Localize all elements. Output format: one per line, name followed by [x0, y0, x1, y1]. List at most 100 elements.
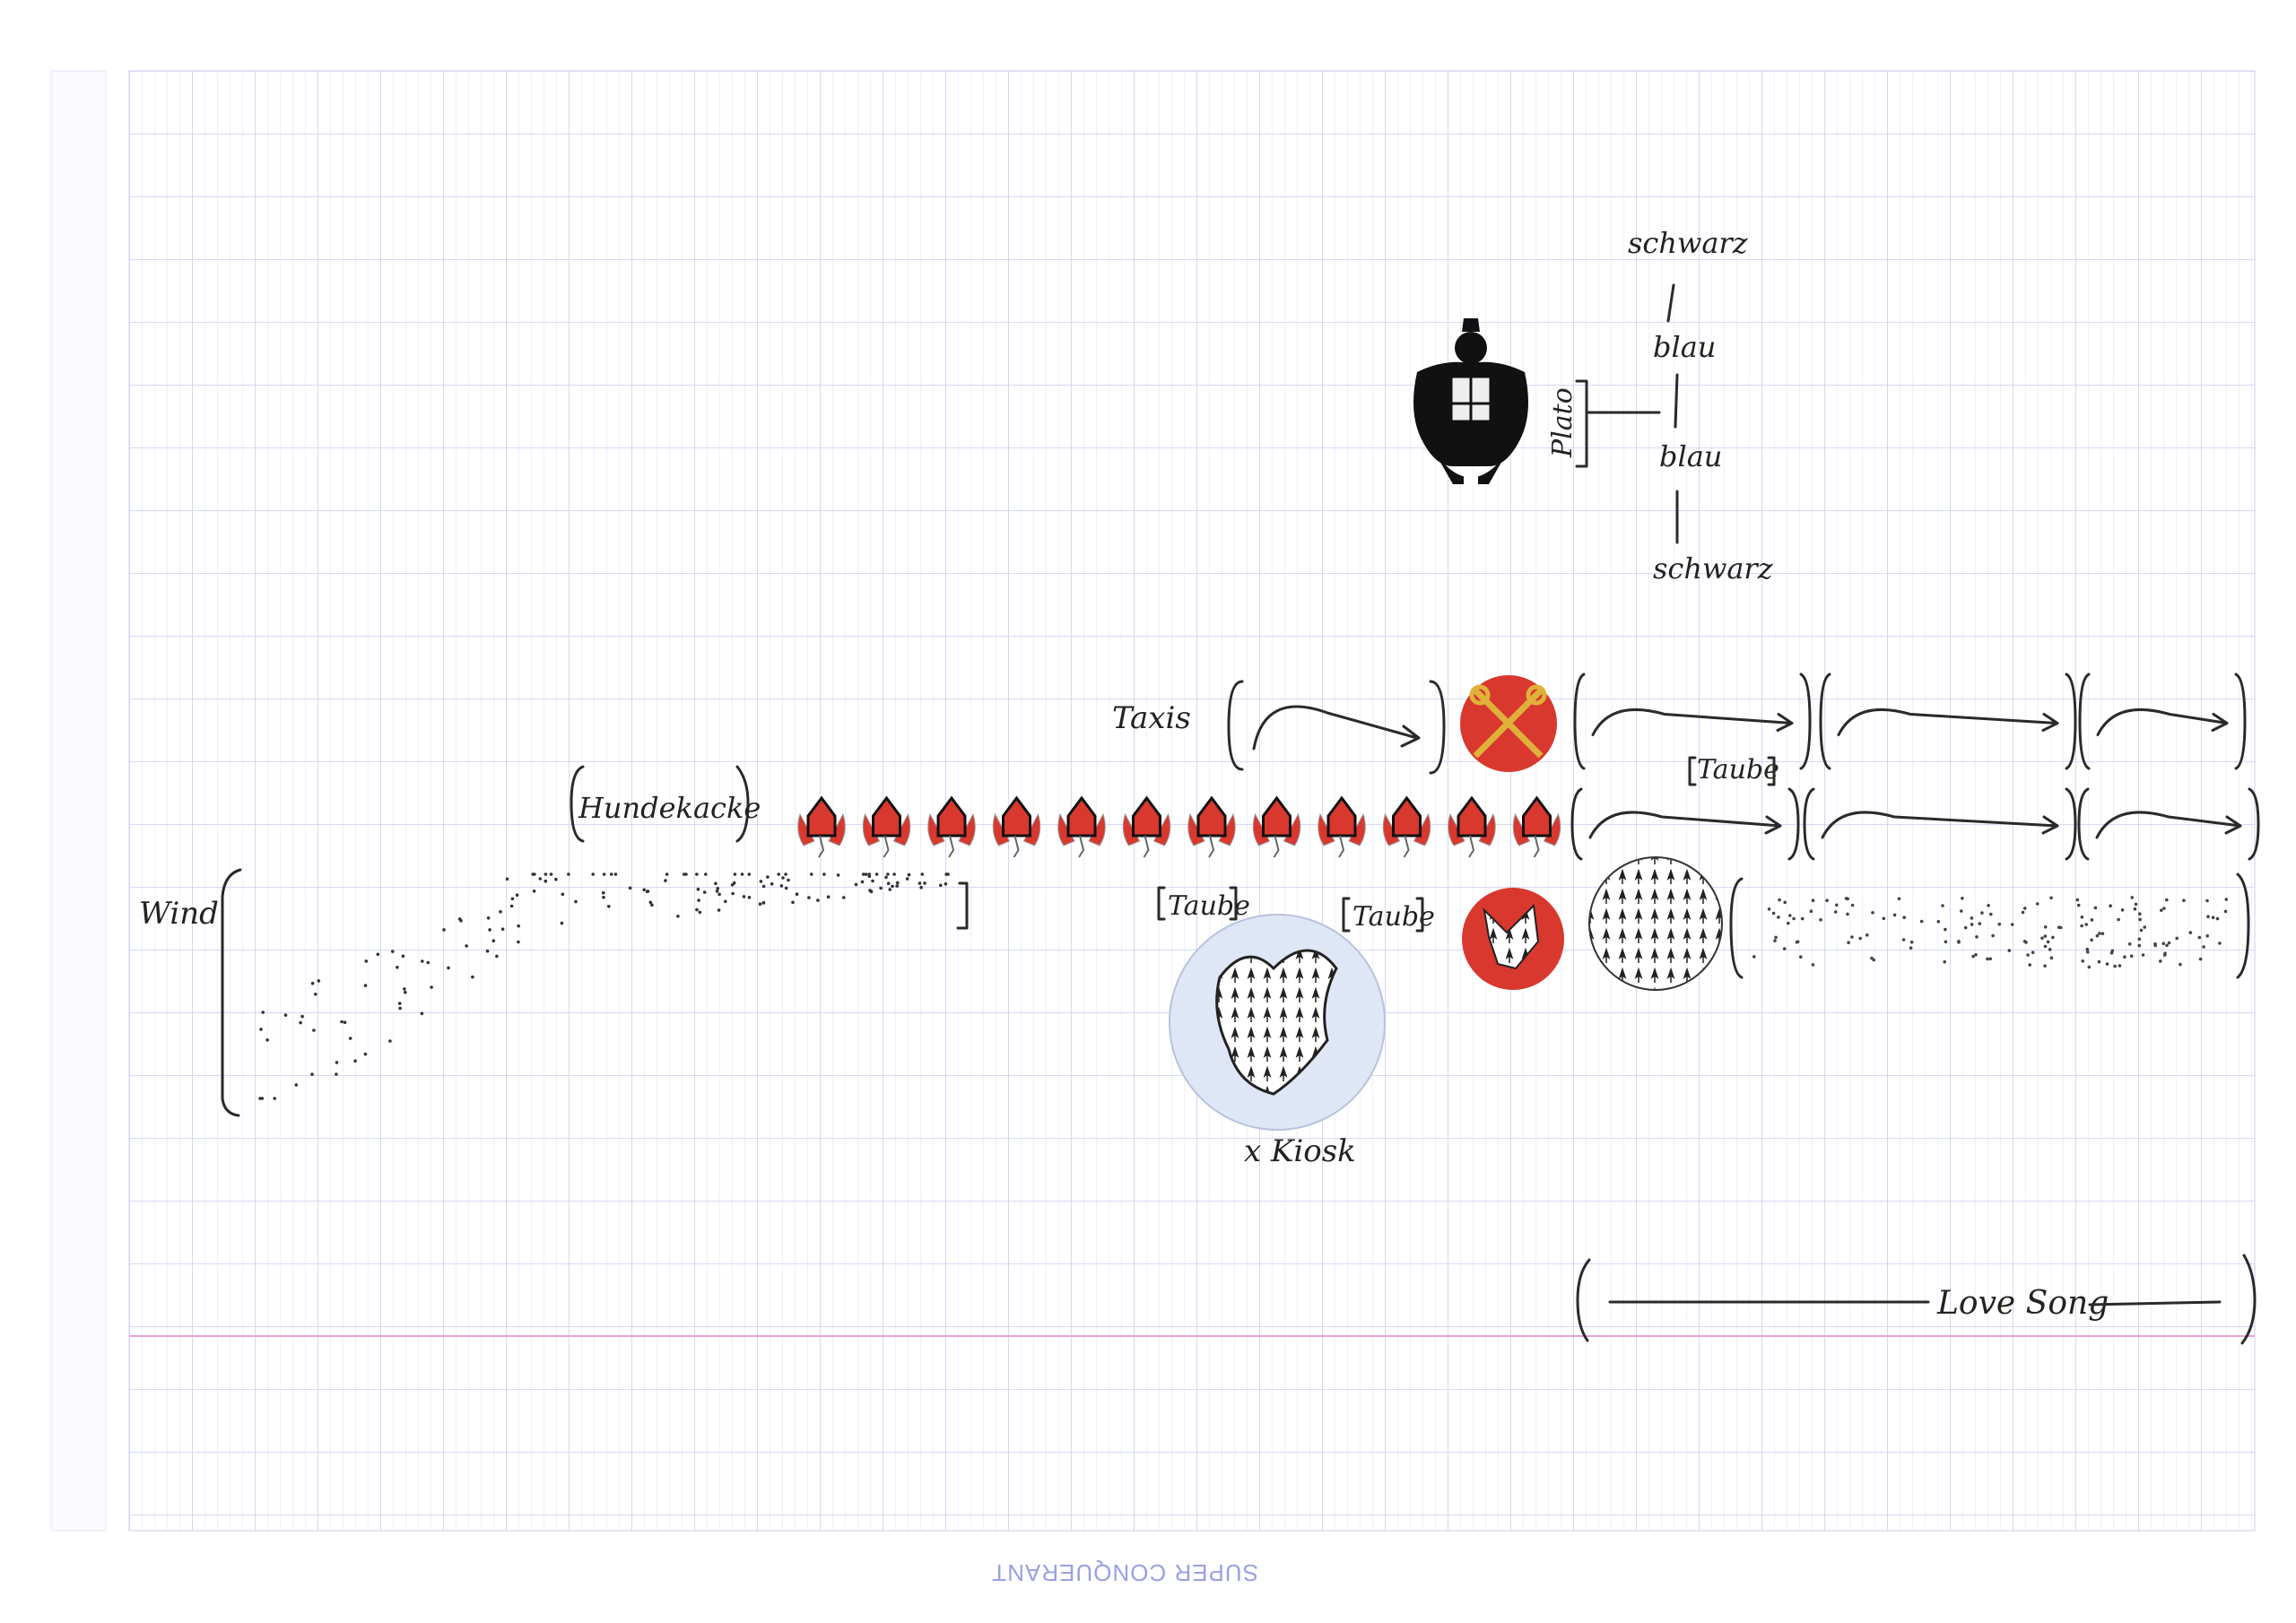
- dot: [684, 872, 688, 876]
- dot: [1944, 940, 1948, 944]
- dot: [2133, 907, 2137, 911]
- dot: [312, 1028, 316, 1032]
- dot: [2179, 962, 2182, 967]
- dot: [1975, 935, 1979, 939]
- dot: [314, 993, 317, 996]
- red-shield-icon: [1512, 795, 1561, 858]
- dot: [747, 896, 752, 899]
- dot: [761, 901, 766, 905]
- red-circle-beast-icon: [1462, 888, 1564, 990]
- dot: [260, 1097, 265, 1100]
- dot: [733, 872, 737, 876]
- dot: [646, 890, 650, 893]
- dot: [920, 872, 925, 876]
- dot: [403, 987, 406, 991]
- dot: [283, 1013, 288, 1017]
- taxis-bracket-arrow: [1227, 680, 1446, 775]
- dot: [779, 884, 784, 888]
- dot: [348, 1037, 352, 1040]
- dot: [642, 888, 646, 892]
- dot: [1989, 912, 1993, 916]
- dot: [2086, 950, 2090, 954]
- dot: [781, 876, 785, 880]
- dot: [697, 898, 700, 902]
- dot: [549, 872, 553, 876]
- dot: [2022, 940, 2027, 943]
- dot: [426, 960, 430, 965]
- dot: [895, 884, 899, 888]
- dot: [533, 872, 536, 876]
- dot: [485, 949, 490, 953]
- dot: [628, 886, 632, 890]
- dot: [1944, 927, 1947, 932]
- red-shield-icon: [797, 795, 846, 858]
- dot: [714, 881, 718, 886]
- dot: [2160, 908, 2163, 912]
- dot: [2043, 934, 2048, 938]
- dot: [1970, 923, 1974, 926]
- dot: [517, 924, 520, 928]
- dot: [2123, 955, 2126, 959]
- dot: [2198, 957, 2203, 961]
- dot: [886, 881, 891, 885]
- dot: [871, 879, 874, 883]
- dot: [676, 915, 680, 918]
- dot: [300, 1014, 304, 1019]
- dot: [299, 1020, 302, 1025]
- dot: [1866, 933, 1869, 937]
- dot: [261, 1011, 265, 1014]
- dot: [613, 872, 618, 876]
- dot: [532, 890, 536, 893]
- dot: [401, 954, 405, 959]
- dot: [1970, 916, 1974, 920]
- red-shield-icon: [1187, 795, 1236, 858]
- dot: [1809, 909, 1813, 913]
- dot: [1991, 933, 1995, 938]
- dot: [1957, 940, 1961, 943]
- dot: [939, 883, 943, 888]
- dot: [602, 895, 605, 899]
- dot: [2130, 896, 2135, 899]
- dot: [561, 892, 565, 897]
- dot: [2118, 964, 2122, 968]
- dot: [430, 985, 433, 989]
- taube-top-bracket: [1688, 756, 1776, 786]
- hundekacke-bracket: [570, 765, 750, 843]
- coat-of-arms-icon: [1413, 318, 1528, 486]
- dot: [704, 872, 708, 876]
- dot: [1833, 910, 1838, 914]
- label-kiosk: x Kiosk: [1244, 1133, 1356, 1169]
- dot: [860, 880, 865, 884]
- dot: [1974, 952, 1978, 957]
- dot: [1988, 957, 1992, 961]
- dot: [1777, 916, 1780, 919]
- dot: [1799, 955, 1803, 959]
- dot: [648, 900, 653, 905]
- dot: [919, 885, 923, 890]
- dot: [2139, 928, 2144, 933]
- label-love-song: Love Song: [1936, 1285, 2109, 1322]
- dot: [1872, 958, 1875, 962]
- bracket-arrow: [1819, 673, 2077, 770]
- red-shield-icon: [1382, 795, 1431, 858]
- dot: [2100, 932, 2105, 935]
- dot: [1978, 922, 1982, 925]
- dot: [2040, 936, 2044, 940]
- connector-line: [1666, 283, 1675, 323]
- bracket-arrow-row1: [1573, 673, 2247, 770]
- dot: [1882, 916, 1886, 921]
- dot: [601, 890, 605, 895]
- dot: [822, 872, 826, 876]
- dot: [560, 921, 564, 925]
- dot: [731, 891, 735, 896]
- dot: [1901, 938, 1906, 942]
- dot: [874, 872, 879, 876]
- dot: [2218, 942, 2222, 945]
- dot: [500, 927, 505, 931]
- dot: [335, 1061, 339, 1064]
- dot: [1825, 898, 1829, 902]
- dot: [770, 882, 774, 886]
- dot: [759, 880, 763, 883]
- dot: [1987, 904, 1990, 907]
- dot: [486, 916, 491, 920]
